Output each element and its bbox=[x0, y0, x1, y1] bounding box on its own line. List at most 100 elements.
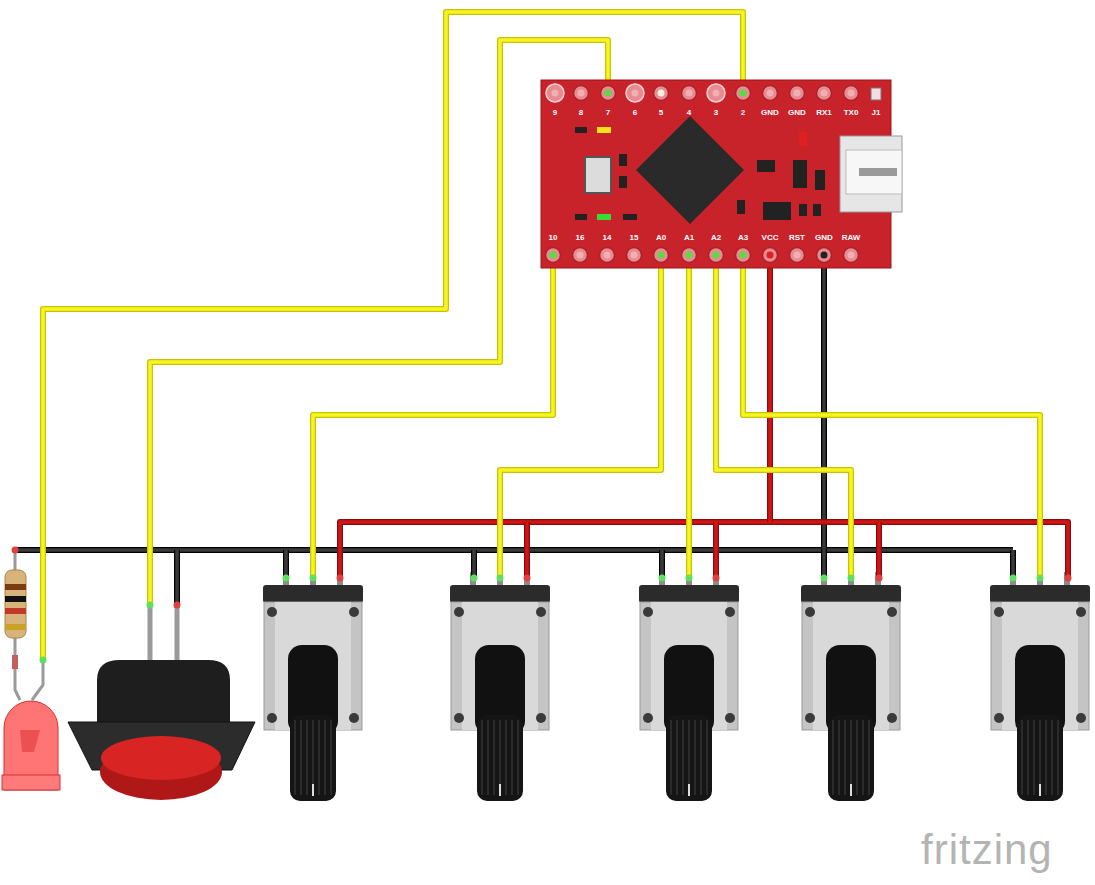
pin-label: A1 bbox=[684, 233, 694, 243]
pin-pad bbox=[682, 248, 697, 263]
wire-end bbox=[1065, 575, 1072, 582]
wire-outline bbox=[500, 255, 661, 578]
push-button bbox=[68, 605, 255, 800]
pin-label: GND bbox=[815, 233, 833, 243]
pot-knurl bbox=[318, 720, 320, 795]
pot-hole bbox=[536, 713, 546, 723]
pin-hole bbox=[552, 90, 559, 97]
wire-core bbox=[525, 522, 529, 578]
wire-end bbox=[1010, 575, 1017, 582]
pin-label: 3 bbox=[714, 108, 718, 118]
wire-end bbox=[848, 575, 855, 582]
pot-knurl bbox=[1033, 720, 1035, 795]
pin-pad bbox=[844, 86, 859, 101]
button-cap bbox=[101, 736, 221, 780]
pot-knurl bbox=[306, 720, 308, 795]
wire-outline bbox=[767, 255, 773, 522]
pot-knurl bbox=[688, 720, 690, 795]
pin-hole bbox=[821, 252, 828, 259]
pin-hole bbox=[794, 252, 801, 259]
jumper-pad bbox=[871, 88, 881, 100]
pin-pad bbox=[546, 248, 561, 263]
pin-label: VCC bbox=[762, 233, 779, 243]
pot-hole bbox=[267, 607, 277, 617]
pot-knurl bbox=[481, 720, 483, 795]
wire-outline bbox=[524, 522, 530, 578]
pin-hole bbox=[686, 252, 693, 259]
pin-pad bbox=[790, 248, 805, 263]
wire-end bbox=[713, 575, 720, 582]
pot-tick bbox=[312, 784, 314, 796]
pot-knob bbox=[828, 715, 874, 801]
pin-label: 8 bbox=[579, 108, 583, 118]
pot-knurl bbox=[324, 720, 326, 795]
led-symbol bbox=[2, 660, 60, 790]
wire-end bbox=[471, 575, 478, 582]
smd-part bbox=[619, 154, 627, 166]
pin-hole bbox=[767, 252, 774, 259]
pot-knurl bbox=[1045, 720, 1047, 795]
wire bbox=[150, 40, 608, 605]
pot-knurl bbox=[832, 720, 834, 795]
wire bbox=[474, 550, 475, 578]
potentiometer bbox=[801, 572, 901, 801]
pot-hole bbox=[454, 607, 464, 617]
smd-part bbox=[623, 214, 637, 220]
wire-end bbox=[524, 575, 531, 582]
wire-outline bbox=[1010, 550, 1016, 578]
pot-hole bbox=[349, 607, 359, 617]
pot-knurl bbox=[1039, 720, 1041, 795]
pin-pad bbox=[763, 86, 778, 101]
pot-tick bbox=[1039, 784, 1041, 796]
pin-pad bbox=[626, 84, 644, 102]
pot-hole bbox=[1076, 713, 1086, 723]
smd-part bbox=[815, 170, 825, 190]
pot-knurl bbox=[499, 720, 501, 795]
pot-knurl bbox=[300, 720, 302, 795]
smd-part bbox=[763, 202, 791, 220]
wire-outline bbox=[876, 522, 882, 578]
pin-pad bbox=[601, 86, 616, 101]
pot-knurl bbox=[330, 720, 332, 795]
wire-outline bbox=[686, 255, 692, 578]
pot-tick bbox=[850, 784, 852, 796]
pot-cap bbox=[801, 585, 901, 603]
pot-knurl bbox=[670, 720, 672, 795]
wire-end bbox=[12, 547, 19, 554]
smd-part bbox=[597, 214, 611, 220]
wire bbox=[177, 550, 178, 605]
smd-part bbox=[737, 200, 745, 214]
wire-core bbox=[877, 522, 881, 578]
pot-cap bbox=[639, 585, 739, 603]
pot-hole bbox=[725, 607, 735, 617]
pot-hole bbox=[994, 607, 1004, 617]
pot-knurl bbox=[862, 720, 864, 795]
resistor-body bbox=[5, 570, 26, 638]
pin-hole bbox=[767, 90, 774, 97]
wire bbox=[662, 550, 663, 578]
wire-end bbox=[821, 575, 828, 582]
pot-knurl bbox=[844, 720, 846, 795]
pin-label: 14 bbox=[603, 233, 612, 243]
pin-pad bbox=[790, 86, 805, 101]
pin-hole bbox=[632, 90, 639, 97]
pin-pad bbox=[763, 248, 778, 263]
pot-knurl bbox=[694, 720, 696, 795]
wire-end bbox=[686, 575, 693, 582]
pin-hole bbox=[658, 90, 665, 97]
pot-hole bbox=[805, 607, 815, 617]
wire-core bbox=[313, 255, 553, 578]
pot-hole bbox=[725, 713, 735, 723]
pin-hole bbox=[578, 90, 585, 97]
pin-hole bbox=[848, 252, 855, 259]
pin-hole bbox=[686, 90, 693, 97]
mcu-chip bbox=[636, 116, 744, 224]
wire-end bbox=[40, 657, 47, 664]
pin-hole bbox=[821, 90, 828, 97]
resistor-symbol bbox=[5, 550, 26, 700]
pin-label: 6 bbox=[633, 108, 637, 118]
pin-label: TX0 bbox=[844, 108, 859, 118]
pin-label: GND bbox=[761, 108, 779, 118]
pin-hole bbox=[848, 90, 855, 97]
pot-knurl bbox=[312, 720, 314, 795]
